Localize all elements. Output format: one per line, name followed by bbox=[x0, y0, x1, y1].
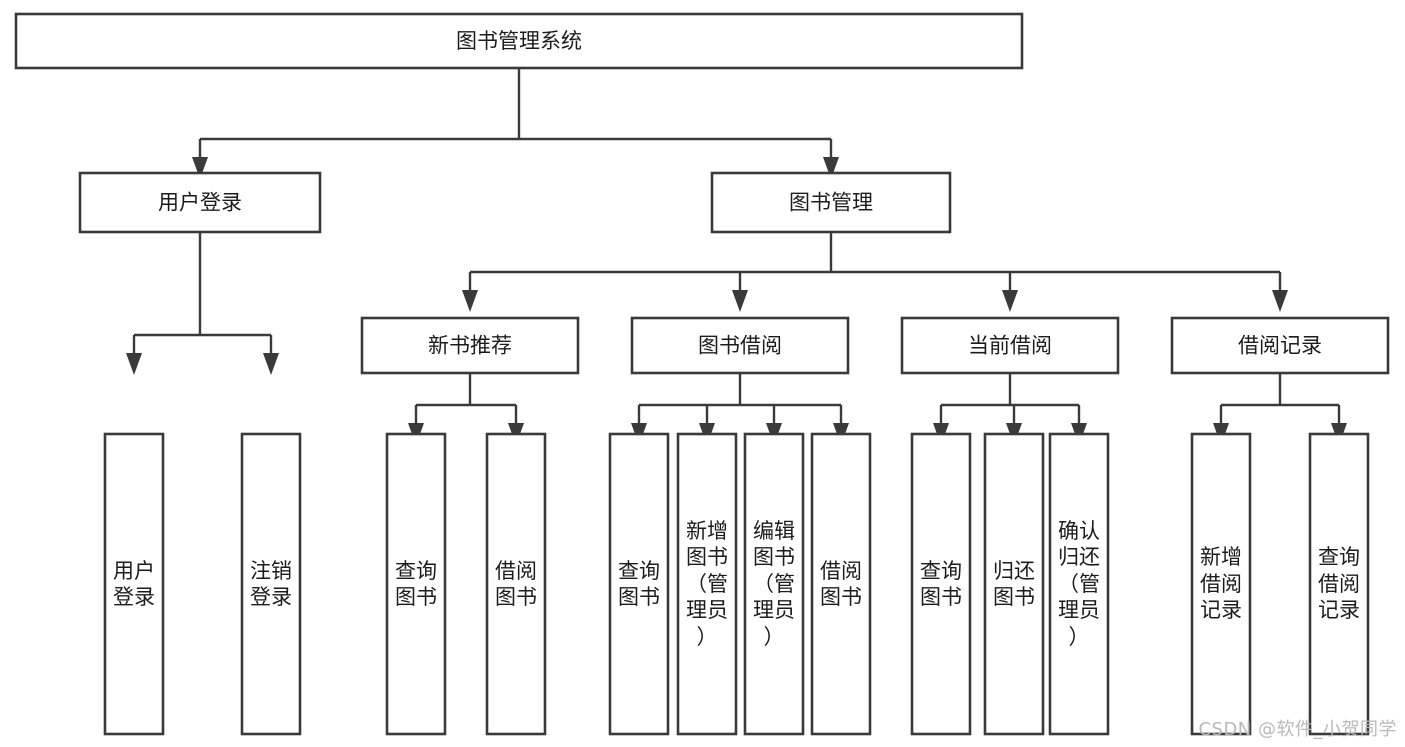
arrow-head-icon bbox=[1272, 290, 1288, 312]
node-rect bbox=[1308, 432, 1370, 736]
level2-node-图书管理[interactable]: 图书管理 bbox=[710, 171, 952, 234]
node-label: 注销登录 bbox=[250, 558, 292, 609]
node-rect bbox=[1170, 316, 1390, 375]
level3-node-当前借阅[interactable]: 当前借阅 bbox=[900, 316, 1120, 375]
node-label: 借阅图书 bbox=[820, 558, 862, 609]
node-label: 新增图书（管理员） bbox=[686, 518, 728, 649]
connectors-layer bbox=[126, 68, 1347, 445]
node-label: 用户登录 bbox=[158, 191, 242, 215]
arrow-head-icon bbox=[1002, 290, 1018, 312]
arrow-head-icon bbox=[263, 353, 279, 375]
leaf-node-用户登录[interactable]: 用户登录 bbox=[103, 432, 165, 736]
node-label: 编辑图书（管理员） bbox=[753, 518, 795, 649]
arrow-head-icon bbox=[126, 353, 142, 375]
node-label: 确认归还（管理员） bbox=[1058, 518, 1100, 649]
node-label: 查询借阅记录 bbox=[1318, 545, 1360, 623]
level3-node-借阅记录[interactable]: 借阅记录 bbox=[1170, 316, 1390, 375]
arrow-head-icon bbox=[192, 157, 208, 179]
node-rect bbox=[900, 316, 1120, 375]
arrow-head-icon bbox=[823, 157, 839, 179]
arrow-head-icon bbox=[462, 290, 478, 312]
node-label-container: 用户登录 bbox=[113, 558, 155, 609]
user-login-bus bbox=[126, 232, 279, 375]
node-label: 借阅图书 bbox=[495, 558, 537, 609]
node-rect bbox=[485, 432, 547, 736]
level2-node-用户登录[interactable]: 用户登录 bbox=[78, 171, 322, 234]
node-rect bbox=[385, 432, 447, 736]
node-rect bbox=[240, 432, 302, 736]
level3-node-新书推荐[interactable]: 新书推荐 bbox=[360, 316, 580, 375]
book-manage-bus bbox=[462, 232, 1288, 312]
node-rect bbox=[1048, 432, 1110, 736]
node-rect bbox=[78, 171, 322, 234]
level3-node-图书借阅[interactable]: 图书借阅 bbox=[630, 316, 850, 375]
node-label: 借阅记录 bbox=[1238, 334, 1322, 358]
node-rect bbox=[710, 171, 952, 234]
node-rect bbox=[743, 432, 805, 736]
node-rect bbox=[360, 316, 580, 375]
node-rect bbox=[983, 432, 1045, 736]
node-label: 查询图书 bbox=[395, 558, 437, 609]
node-label: 图书借阅 bbox=[698, 334, 782, 358]
node-rect bbox=[676, 432, 738, 736]
node-label: 图书管理 bbox=[789, 191, 873, 215]
node-label: 归还图书 bbox=[993, 558, 1035, 609]
node-label: 新增借阅记录 bbox=[1200, 545, 1242, 623]
root-bus bbox=[192, 68, 839, 179]
node-rect bbox=[910, 432, 972, 736]
node-label: 图书管理系统 bbox=[456, 29, 582, 53]
arrow-head-icon bbox=[732, 290, 748, 312]
node-rect bbox=[608, 432, 670, 736]
node-label: 新书推荐 bbox=[428, 334, 512, 358]
node-label: 当前借阅 bbox=[968, 334, 1052, 358]
node-rect bbox=[1190, 432, 1252, 736]
node-rect bbox=[103, 432, 165, 736]
node-rect bbox=[630, 316, 850, 375]
node-boxes-layer: 图书管理系统用户登录图书管理新书推荐图书借阅当前借阅借阅记录用户登录注销登录查询… bbox=[14, 12, 1390, 736]
node-label: 用户登录 bbox=[113, 558, 155, 609]
node-label: 查询图书 bbox=[920, 558, 962, 609]
root-node-图书管理系统[interactable]: 图书管理系统 bbox=[14, 12, 1024, 70]
node-label: 查询图书 bbox=[618, 558, 660, 609]
node-rect bbox=[810, 432, 872, 736]
node-rect bbox=[14, 12, 1024, 70]
csdn-watermark: CSDN @软件_小贺同学 bbox=[1198, 719, 1397, 740]
